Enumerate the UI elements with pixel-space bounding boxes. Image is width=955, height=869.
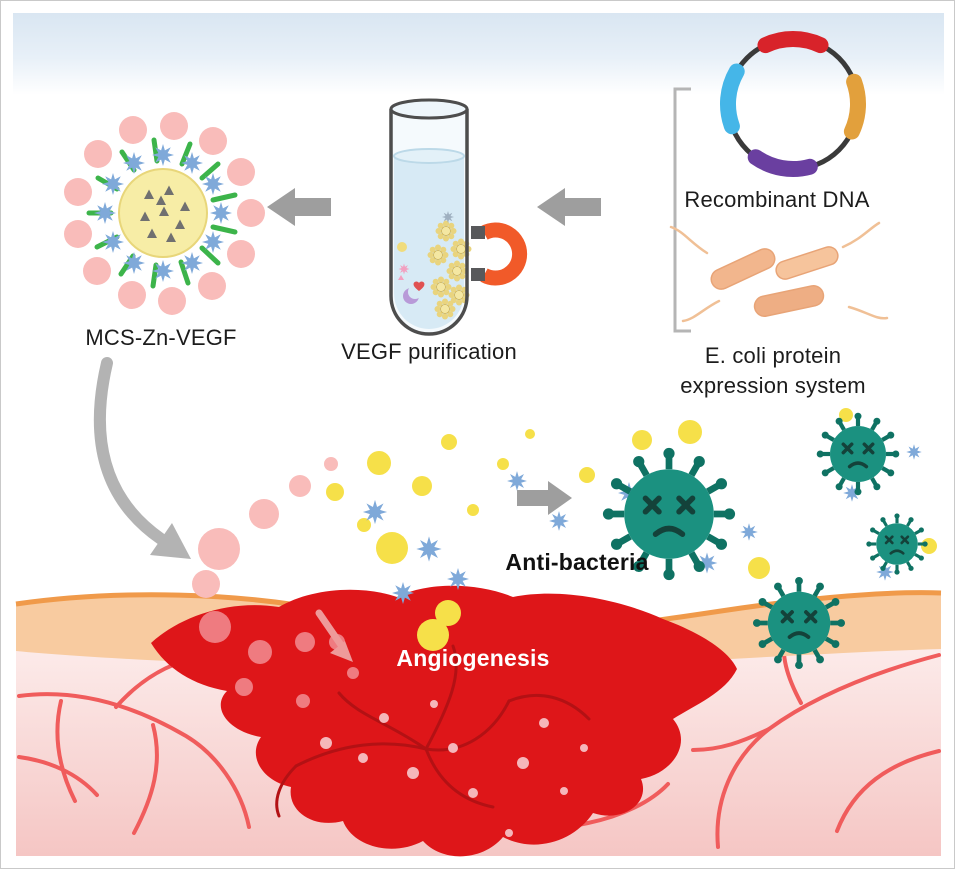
- arrow-tube-to-nanoparticle: [267, 188, 331, 226]
- arrow-antibacteria: [517, 481, 572, 515]
- yellow-particle-in-wound: [417, 619, 449, 651]
- bracket: [673, 87, 691, 333]
- heart-icon: [413, 281, 425, 291]
- tube-contents: [397, 210, 472, 320]
- label-recombinant-dna: Recombinant DNA: [684, 187, 870, 212]
- plasmid-icon: [720, 31, 866, 177]
- wound-release-arrow: [315, 609, 353, 662]
- pink-vesicle-particles: [192, 457, 338, 598]
- background-sky-band: [13, 13, 944, 95]
- label-anti-bacteria: Anti-bacteria: [505, 549, 649, 575]
- virus-icon: [864, 511, 930, 577]
- wound-pink-dots: [320, 700, 588, 837]
- magnet-icon: [471, 222, 528, 286]
- virus-icon: [817, 413, 900, 496]
- arrow-plasmid-to-tube: [537, 188, 601, 226]
- nanoparticle-icon: [64, 112, 265, 315]
- label-mcs-zn-vegf: MCS-Zn-VEGF: [85, 325, 237, 350]
- label-vegf-purification: VEGF purification: [341, 339, 517, 364]
- wound-light-spots: [199, 611, 359, 708]
- label-angiogenesis: Angiogenesis: [396, 645, 550, 671]
- wound-inner-vessels: [275, 644, 591, 818]
- label-ecoli-line2: expression system: [680, 373, 866, 398]
- label-ecoli-line1: E. coli protein: [704, 343, 842, 368]
- wound: [151, 585, 737, 857]
- nanoparticle-pink-shell: [64, 112, 265, 315]
- ecoli-bacteria-icon: [669, 221, 889, 323]
- yellow-particles: [326, 408, 937, 626]
- curved-arrow: [93, 357, 191, 559]
- test-tube-icon: [389, 98, 472, 336]
